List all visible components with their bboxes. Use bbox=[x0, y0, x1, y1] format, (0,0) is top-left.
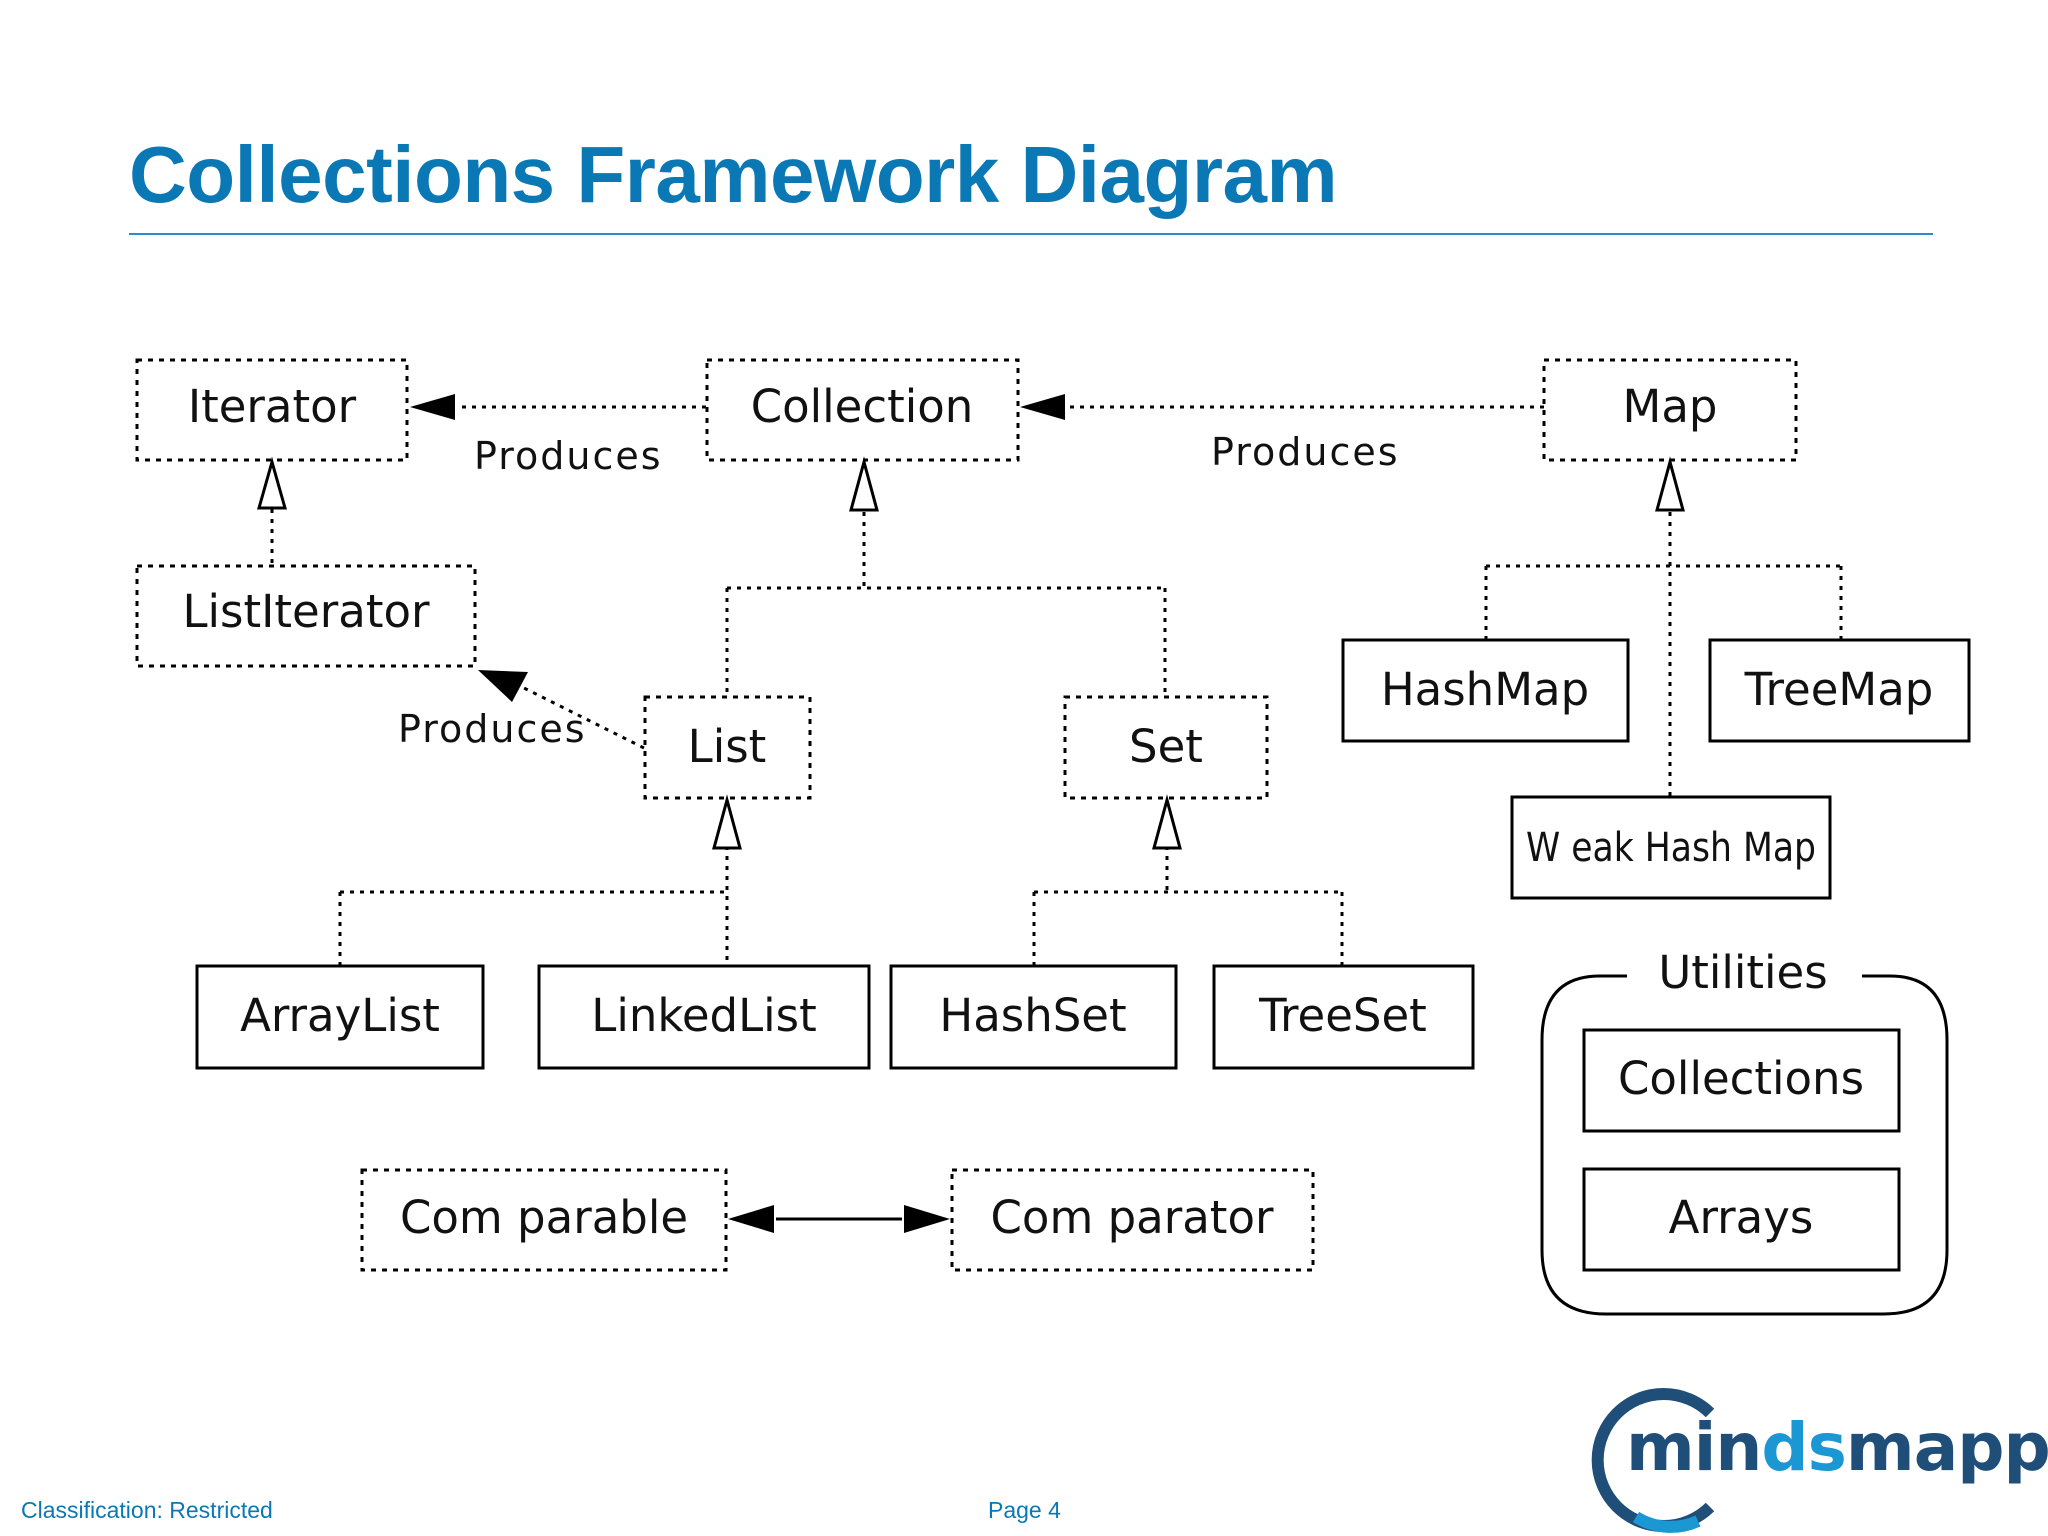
class-hash-set-box bbox=[889, 964, 1178, 1070]
logo-part-3: mapped bbox=[1845, 1409, 2048, 1486]
produces-connector-list-listiterator bbox=[515, 682, 645, 750]
hollow-arrow-collection bbox=[849, 456, 879, 512]
page-title: Collections Framework Diagram bbox=[129, 130, 1338, 219]
interface-iterator-label: Iterator bbox=[188, 380, 357, 433]
interface-map-box bbox=[1542, 358, 1798, 462]
class-hash-set: HashSet bbox=[889, 964, 1178, 1070]
footer-page-number: Page 4 bbox=[988, 1497, 1061, 1523]
class-tree-set-label: TreeSet bbox=[1258, 989, 1427, 1042]
class-tree-set: TreeSet bbox=[1212, 964, 1475, 1070]
inherit-connector-collection-tree bbox=[725, 512, 1167, 697]
arrowhead-comparator bbox=[904, 1205, 950, 1233]
inherit-connector-set-tree bbox=[1032, 846, 1344, 966]
class-array-list-box bbox=[195, 964, 485, 1070]
hollow-arrow-iterator bbox=[257, 456, 287, 510]
utility-collections-box bbox=[1582, 1028, 1901, 1133]
interface-iterator-box bbox=[135, 358, 409, 462]
interface-list-iterator: ListIterator bbox=[135, 564, 477, 668]
arrowhead-listiterator bbox=[478, 670, 528, 702]
class-weak-hash-map: W eak Hash Map bbox=[1510, 795, 1832, 900]
interface-list-iterator-label: ListIterator bbox=[182, 585, 430, 638]
class-tree-map: TreeMap bbox=[1708, 638, 1971, 743]
produces-label-list-iterator: Produces bbox=[398, 707, 587, 751]
logo-ring bbox=[1591, 1388, 1715, 1533]
interface-map: Map bbox=[1542, 358, 1798, 462]
interface-collection-label: Collection bbox=[751, 380, 974, 433]
interface-comparator-label: Com parator bbox=[991, 1191, 1274, 1244]
interface-iterator: Iterator bbox=[135, 358, 409, 462]
inherit-connector-list-tree bbox=[338, 846, 729, 966]
inherit-connector-map-tree bbox=[1484, 512, 1843, 796]
interface-comparable: Com parable bbox=[360, 1168, 728, 1272]
interface-map-label: Map bbox=[1623, 380, 1718, 433]
interface-list-iterator-box bbox=[135, 564, 477, 668]
class-linked-list: LinkedList bbox=[537, 964, 871, 1070]
footer-classification: Classification: Restricted bbox=[21, 1497, 273, 1523]
interface-collection: Collection bbox=[705, 358, 1020, 462]
class-tree-map-label: TreeMap bbox=[1744, 663, 1934, 716]
hollow-arrow-map bbox=[1655, 456, 1685, 512]
arrowhead-collection bbox=[1020, 394, 1065, 420]
interface-comparator-box bbox=[950, 1168, 1315, 1272]
utility-collections-label: Collections bbox=[1618, 1052, 1864, 1105]
produces-label-iterator: Produces bbox=[474, 434, 663, 478]
utilities-group: Utilities Collections Arrays bbox=[1540, 946, 1949, 1316]
utility-arrays-box bbox=[1582, 1167, 1901, 1272]
class-tree-map-box bbox=[1708, 638, 1971, 743]
class-hash-map: HashMap bbox=[1341, 638, 1630, 743]
utilities-frame bbox=[1540, 974, 1949, 1316]
title-divider bbox=[129, 233, 1933, 235]
class-array-list: ArrayList bbox=[195, 964, 485, 1070]
interface-list: List bbox=[643, 695, 812, 800]
interface-set-box bbox=[1063, 695, 1269, 800]
connectors bbox=[257, 394, 1843, 1233]
produces-label-collection: Produces bbox=[1211, 430, 1400, 474]
interface-list-label: List bbox=[688, 720, 767, 773]
arrowhead-iterator bbox=[410, 394, 455, 420]
interface-set: Set bbox=[1063, 695, 1269, 800]
logo-wordmark: mindsmapped bbox=[1626, 1415, 2048, 1481]
class-tree-set-box bbox=[1212, 964, 1475, 1070]
class-weak-hash-map-box bbox=[1510, 795, 1832, 900]
interface-comparable-label: Com parable bbox=[400, 1191, 688, 1244]
class-weak-hash-map-label: W eak Hash Map bbox=[1526, 825, 1816, 871]
logo-part-1: min bbox=[1626, 1409, 1762, 1486]
class-hash-map-label: HashMap bbox=[1381, 663, 1589, 716]
utilities-group-label: Utilities bbox=[1658, 946, 1827, 999]
class-hash-map-box bbox=[1341, 638, 1630, 743]
arrowhead-comparable bbox=[728, 1205, 774, 1233]
interface-set-label: Set bbox=[1129, 720, 1203, 773]
utility-arrays-label: Arrays bbox=[1669, 1191, 1814, 1244]
hollow-arrow-set bbox=[1152, 794, 1182, 850]
interface-comparator: Com parator bbox=[950, 1168, 1315, 1272]
class-linked-list-label: LinkedList bbox=[591, 989, 816, 1042]
class-array-list-label: ArrayList bbox=[240, 989, 440, 1042]
mindsmapped-logo: mindsmapped bbox=[1590, 1385, 2048, 1535]
logo-part-2: ds bbox=[1761, 1409, 1847, 1486]
class-hash-set-label: HashSet bbox=[939, 989, 1126, 1042]
class-linked-list-box bbox=[537, 964, 871, 1070]
hollow-arrow-list bbox=[712, 794, 742, 850]
interface-collection-box bbox=[705, 358, 1020, 462]
